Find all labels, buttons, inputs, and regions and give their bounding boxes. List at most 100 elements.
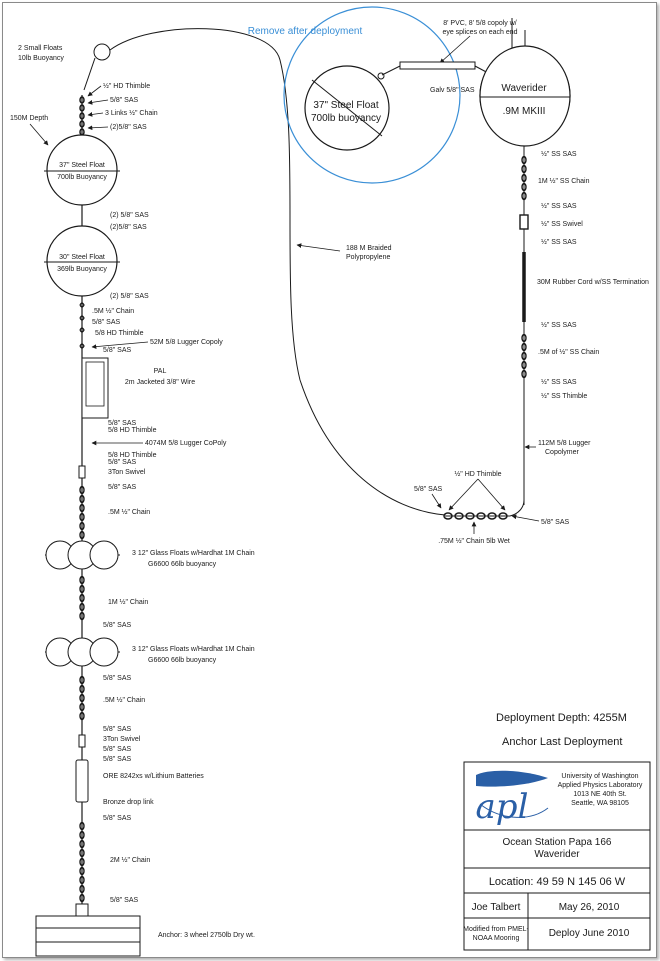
svg-text:5/8" SAS: 5/8" SAS (110, 97, 138, 104)
pvc-note-2: eye splices on each end (442, 29, 517, 36)
svg-text:Joe Talbert: Joe Talbert (472, 902, 521, 913)
svg-text:Waverider: Waverider (501, 83, 547, 94)
svg-text:.5M ½" Chain: .5M ½" Chain (103, 696, 145, 704)
ore-release (75, 759, 89, 803)
braided-label-1: 188 M Braided (346, 245, 392, 252)
lugger-112-label-1: 112M 5/8 Lugger (538, 440, 591, 447)
waverider-chain (519, 155, 529, 379)
svg-text:5/8" SAS: 5/8" SAS (103, 726, 131, 733)
top-hardware-labels: ½" HD Thimble 5/8" SAS 3 Links ½" Chain … (87, 82, 158, 131)
svg-text:4074M 5/8 Lugger CoPoly: 4074M 5/8 Lugger CoPoly (145, 440, 227, 447)
svg-text:2m Jacketed 3/8" Wire: 2m Jacketed 3/8" Wire (125, 379, 195, 386)
chain-segment (79, 575, 85, 621)
svg-text:Modified from PMEL-: Modified from PMEL- (463, 926, 529, 933)
svg-text:Location: 49 59 N 145 06 W: Location: 49 59 N 145 06 W (489, 876, 626, 888)
svg-text:2M ½" Chain: 2M ½" Chain (110, 856, 150, 864)
svg-text:5/8" SAS: 5/8" SAS (108, 484, 136, 491)
chain-segment (79, 821, 85, 903)
svg-text:.9M MKIII: .9M MKIII (503, 106, 546, 117)
svg-text:Waverider: Waverider (534, 849, 580, 860)
title-block: apl University of Washington Applied Phy… (463, 761, 651, 951)
svg-text:.5M ½" Chain: .5M ½" Chain (92, 307, 134, 315)
svg-text:Deploy June 2010: Deploy June 2010 (549, 928, 630, 939)
hardware-under-pal: 5/8" SAS 5/8 HD Thimble 4074M 5/8 Lugger… (78, 420, 227, 516)
waverider-buoy: Waverider .9M MKIII (479, 18, 571, 147)
svg-text:52M 5/8 Lugger Copoly: 52M 5/8 Lugger Copoly (150, 339, 223, 346)
svg-text:700lb Buoyancy: 700lb Buoyancy (57, 174, 107, 181)
svg-text:30M Rubber Cord w/SS Terminati: 30M Rubber Cord w/SS Termination (537, 279, 649, 286)
hardware-under-30: (2) 5/8" SAS .5M ½" Chain 5/8" SAS 5/8 H… (79, 293, 223, 354)
pal-frame: PAL 2m Jacketed 3/8" Wire (81, 357, 195, 419)
chain-segment (79, 485, 85, 540)
small-floats-label: 2 Small Floats (18, 45, 63, 52)
svg-text:37" Steel Float: 37" Steel Float (59, 162, 105, 169)
svg-text:½" HD Thimble: ½" HD Thimble (454, 470, 501, 478)
svg-text:½" HD Thimble: ½" HD Thimble (103, 82, 150, 90)
svg-text:369lb Buoyancy: 369lb Buoyancy (57, 266, 107, 273)
svg-text:½" SS Thimble: ½" SS Thimble (541, 392, 587, 400)
small-floats-icon (93, 43, 111, 61)
svg-text:(2)5/8" SAS: (2)5/8" SAS (110, 124, 147, 131)
braided-line (109, 28, 446, 516)
svg-text:.5M ½" Chain: .5M ½" Chain (108, 508, 150, 516)
bottom-loop-chain: ½" HD Thimble 5/8" SAS 5/8" SAS .75M ½" … (414, 470, 569, 545)
anchor-label: Anchor: 3 wheel 2750lb Dry wt. (158, 932, 255, 939)
svg-text:Bronze drop link: Bronze drop link (103, 799, 154, 806)
small-floats-buoy: 10lb Buoyancy (18, 55, 64, 62)
svg-text:37" Steel Float: 37" Steel Float (313, 100, 378, 111)
svg-text:.5M of ½" SS Chain: .5M of ½" SS Chain (538, 348, 599, 356)
surface-steel-float: 37" Steel Float 700lb buoyancy (304, 65, 390, 151)
pvc-note-1: 8' PVC, 8' 5/8 copoly w/ (443, 20, 517, 27)
steel-float-30: 30" Steel Float 369lb Buoyancy (44, 225, 120, 297)
apl-logo-icon: apl (476, 770, 549, 827)
svg-text:700lb buoyancy: 700lb buoyancy (311, 113, 381, 124)
svg-text:5/8" SAS: 5/8" SAS (108, 459, 136, 466)
galv-sas-label: Galv 5/8" SAS (430, 87, 475, 94)
svg-text:5/8 HD Thimble: 5/8 HD Thimble (108, 452, 157, 459)
svg-text:½" SS SAS: ½" SS SAS (541, 150, 577, 158)
glass-floats-1: 3 12" Glass Floats w/Hardhat 1M Chain G6… (45, 540, 255, 570)
svg-text:University of Washington: University of Washington (561, 773, 638, 780)
svg-text:½" SS SAS: ½" SS SAS (541, 238, 577, 246)
svg-text:½" SS SAS: ½" SS SAS (541, 378, 577, 386)
remove-note: Remove after deployment (248, 26, 363, 37)
svg-text:G6600 66lb buoyancy: G6600 66lb buoyancy (148, 561, 217, 568)
svg-text:5/8 HD Thimble: 5/8 HD Thimble (95, 330, 144, 337)
steel-float-37: 37" Steel Float 700lb Buoyancy (44, 134, 120, 206)
svg-text:Applied Physics Laboratory: Applied Physics Laboratory (558, 782, 643, 789)
svg-text:NOAA Mooring: NOAA Mooring (473, 935, 520, 942)
svg-text:5/8" SAS: 5/8" SAS (92, 319, 120, 326)
svg-text:5/8" SAS: 5/8" SAS (103, 756, 131, 763)
svg-text:3 12" Glass Floats w/Hardhat: 3 12" Glass Floats w/Hardhat 1M Chain (132, 550, 255, 557)
anchor: Anchor: 3 wheel 2750lb Dry wt. (35, 903, 255, 957)
remove-circle (283, 6, 461, 184)
svg-text:½" SS Swivel: ½" SS Swivel (541, 220, 583, 228)
svg-text:(2) 5/8" SAS: (2) 5/8" SAS (110, 293, 149, 300)
svg-text:½" SS SAS: ½" SS SAS (541, 202, 577, 210)
svg-text:3Ton Swivel: 3Ton Swivel (103, 736, 141, 743)
chain-label: 1M ½" Chain (108, 598, 148, 606)
braided-label-2: Polypropylene (346, 254, 390, 261)
svg-text:3 Links ½" Chain: 3 Links ½" Chain (105, 109, 158, 117)
svg-text:G6600 66lb buoyancy: G6600 66lb buoyancy (148, 657, 217, 664)
svg-text:5/8 HD Thimble: 5/8 HD Thimble (108, 427, 157, 434)
svg-text:5/8" SAS: 5/8" SAS (103, 815, 131, 822)
sas-label: (2) 5/8" SAS (110, 212, 149, 219)
svg-text:1013 NE 40th St.: 1013 NE 40th St. (573, 791, 626, 798)
svg-text:5/8" SAS: 5/8" SAS (103, 675, 131, 682)
svg-text:5/8" SAS: 5/8" SAS (414, 486, 442, 493)
svg-text:3Ton Swivel: 3Ton Swivel (108, 469, 146, 476)
svg-text:Seattle, WA 98105: Seattle, WA 98105 (571, 800, 629, 807)
lugger-112-label-2: Copolymer (545, 449, 580, 456)
right-hardware-labels: ½" SS SAS 1M ½" SS Chain ½" SS SAS ½" SS… (537, 150, 649, 400)
hardware-lower: 5/8" SAS .5M ½" Chain 5/8" SAS 3Ton Swiv… (103, 675, 204, 904)
svg-text:30" Steel Float: 30" Steel Float (59, 254, 105, 261)
svg-text:5/8" SAS: 5/8" SAS (103, 347, 131, 354)
svg-text:5/8" SAS: 5/8" SAS (103, 746, 131, 753)
svg-text:May 26, 2010: May 26, 2010 (559, 902, 620, 913)
svg-text:PAL: PAL (154, 368, 167, 375)
svg-text:Ocean Station Papa 166: Ocean Station Papa 166 (503, 837, 612, 848)
glass-floats-2: 3 12" Glass Floats w/Hardhat 1M Chain G6… (45, 637, 255, 667)
pvc-pipe (399, 61, 476, 70)
